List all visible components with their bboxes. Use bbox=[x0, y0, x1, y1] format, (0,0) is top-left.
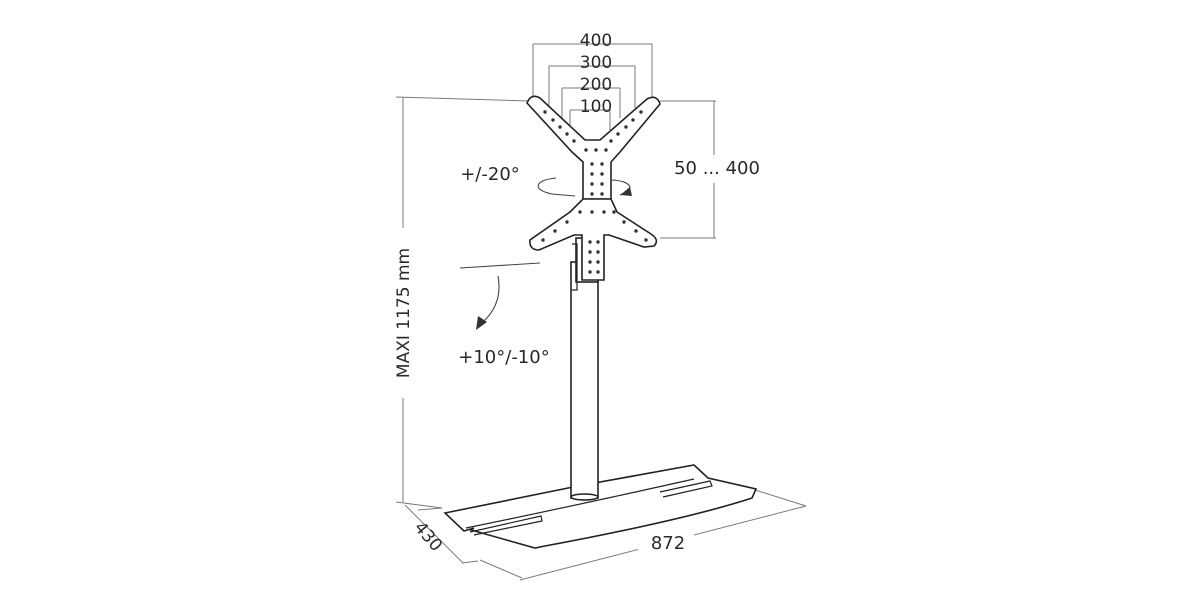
bracket-holes bbox=[541, 110, 648, 274]
vesa-height-range-label: 50 ... 400 bbox=[674, 158, 760, 179]
vesa-bracket bbox=[526, 95, 661, 281]
tilt-arrow: +10°/-10° bbox=[458, 262, 550, 368]
vesa-width-100: 100 bbox=[580, 97, 612, 117]
vesa-width-400: 400 bbox=[580, 31, 612, 51]
height-dimension: MAXI 1175 mm bbox=[390, 96, 531, 509]
base-plate bbox=[443, 464, 758, 549]
vesa-width-200: 200 bbox=[580, 75, 612, 95]
height-label: MAXI 1175 mm bbox=[394, 248, 414, 378]
swivel-label: +/-20° bbox=[460, 164, 520, 185]
base-width-label: 872 bbox=[651, 533, 685, 554]
base-depth-label: 430 bbox=[410, 518, 446, 556]
vesa-dimensions: 400 300 200 100 bbox=[532, 31, 653, 130]
vesa-width-300: 300 bbox=[580, 53, 612, 73]
swivel-arrow: +/-20° bbox=[460, 164, 632, 197]
tilt-label: +10°/-10° bbox=[458, 347, 549, 368]
vesa-height-dimension: 50 ... 400 bbox=[660, 100, 768, 239]
